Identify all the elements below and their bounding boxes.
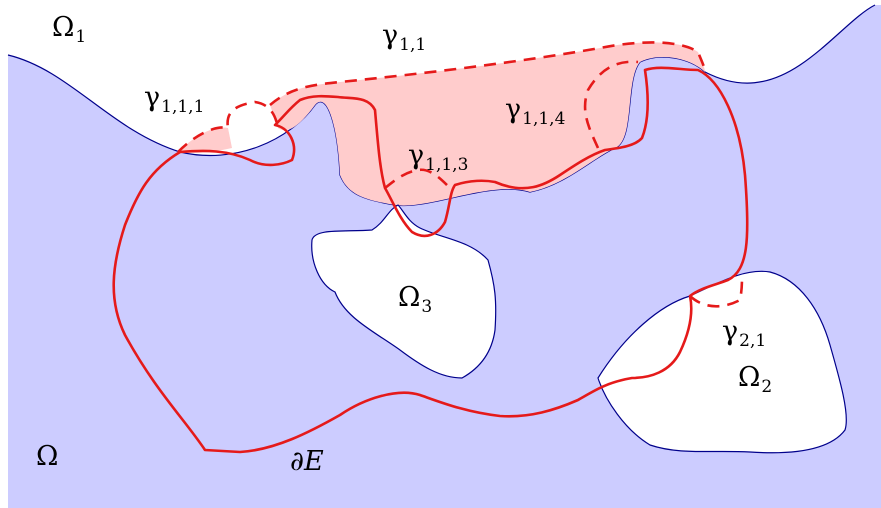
label-omega1-sub: 1 xyxy=(75,27,87,47)
label-gamma-114: γ1,1,4 xyxy=(505,94,565,128)
label-omega1-base: Ω xyxy=(52,12,75,43)
label-gamma-114-sub: 1,1,4 xyxy=(522,109,566,129)
label-gamma-11: γ1,1 xyxy=(382,20,426,54)
label-boundary-E-base: ∂E xyxy=(290,446,324,477)
arc-gamma-113 xyxy=(384,168,451,190)
arc-gamma-114 xyxy=(583,60,639,149)
arc-gamma-11 xyxy=(269,41,707,106)
label-omega3-sub: 3 xyxy=(421,297,433,317)
label-gamma-11-base: γ xyxy=(382,20,399,51)
boundary-of-E xyxy=(112,66,749,454)
label-omega2-base: Ω xyxy=(738,362,761,393)
label-gamma-113-sub: 1,1,3 xyxy=(425,155,469,175)
label-gamma-113-base: γ xyxy=(408,140,425,171)
label-gamma-111-base: γ xyxy=(144,82,161,113)
label-omega1: Ω1 xyxy=(52,12,86,46)
label-omega3-base: Ω xyxy=(398,282,421,313)
label-omega2: Ω2 xyxy=(738,362,772,396)
label-gamma-11-sub: 1,1 xyxy=(399,35,427,55)
omega3-region xyxy=(311,204,497,379)
region-gamma-111 xyxy=(178,127,232,153)
label-omega3: Ω3 xyxy=(398,282,432,316)
label-boundary-E: ∂E xyxy=(290,448,324,475)
label-gamma-114-base: γ xyxy=(505,94,522,125)
label-gamma-21-sub: 2,1 xyxy=(739,331,767,351)
label-gamma-111: γ1,1,1 xyxy=(144,82,204,116)
label-gamma-113: γ1,1,3 xyxy=(408,140,468,174)
region-gamma-11 xyxy=(270,42,705,206)
label-omega2-sub: 2 xyxy=(761,377,773,397)
label-gamma-21-base: γ xyxy=(722,316,739,347)
label-gamma-21: γ2,1 xyxy=(722,316,766,350)
label-gamma-111-sub: 1,1,1 xyxy=(161,97,205,117)
label-omega: Ω xyxy=(36,443,58,470)
label-omega-base: Ω xyxy=(36,441,59,472)
